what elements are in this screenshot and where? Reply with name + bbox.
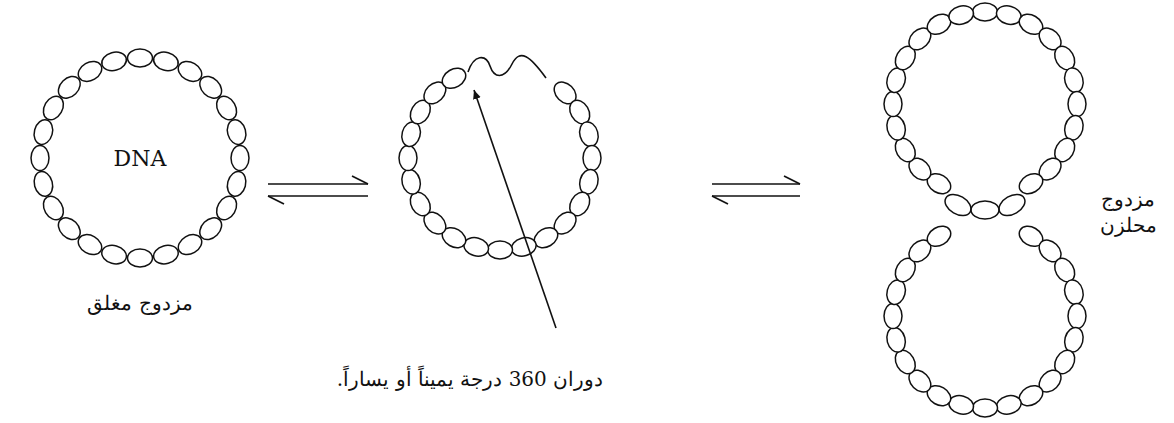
nucleotide-bead [225,118,249,147]
nucleotide-bead [884,113,908,142]
nucleotide-bead [213,93,241,124]
crossing-bead [941,190,974,220]
node-label: DNA [114,146,167,171]
nucleotide-bead [884,92,902,117]
nucleotide-bead [175,231,206,259]
supercoiled-figure-eight [884,3,1086,417]
nucleotide-bead [39,193,67,224]
nucleotide-bead [994,393,1023,417]
nucleotide-bead [100,243,129,267]
nucleotide-bead [1068,304,1086,329]
nucleotide-bead [577,120,601,149]
crossing-bead [971,201,999,219]
nucleotide-bead [151,49,180,73]
equilibrium-arrows [268,176,368,204]
nucleotide-bead [225,169,249,198]
nucleotide-bead [151,243,180,267]
nucleotide-bead [31,169,55,198]
nucleotide-bead [947,3,976,27]
equilibrium-arrows [712,176,800,204]
nucleotide-bead [884,304,902,329]
nucleotide-bead [128,249,153,267]
nucleotide-bead [884,325,908,354]
nucleotide-bead [973,399,998,417]
nucleotide-bead [75,57,106,85]
nucleotide-bead [973,3,998,21]
crossing-bead [995,190,1028,220]
nucleotide-bead [399,167,423,196]
nucleotide-bead [509,235,538,259]
twist-segment [468,56,546,78]
nucleotide-bead [128,49,153,67]
nucleotide-bead [583,146,601,171]
caption-label: مزدوج مغلق [37,290,243,316]
caption-label: مزدوج محلزن [1090,186,1166,238]
nucleotide-bead [488,241,513,259]
leader-arrow [474,90,556,328]
nucleotide-bead [31,118,55,147]
dna-circle: DNA [28,46,252,270]
nucleotide-bead [1062,278,1086,307]
nucleotide-bead [439,64,470,92]
nucleotide-bead [31,146,49,171]
nucleotide-bead [1016,170,1047,198]
nucleotide-bead [231,146,249,171]
nucleotide-bead [1068,92,1086,117]
nucleotide-bead [100,49,129,73]
nucleotide-bead [924,222,955,250]
nucleotide-bead [1062,66,1086,95]
nucleotide-bead [399,146,417,171]
caption-label: دوران 360 درجة يميناً أو يساراً. [297,366,643,392]
twisted-circle [399,64,601,259]
